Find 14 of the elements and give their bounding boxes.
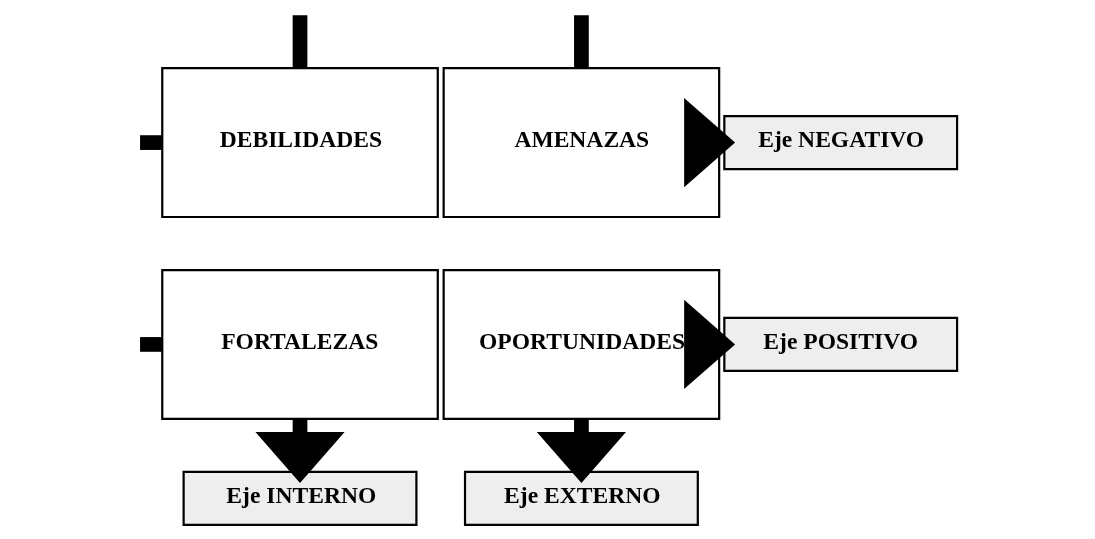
arrow bbox=[536, 419, 626, 483]
node-box: FORTALEZAS bbox=[160, 268, 439, 420]
connector bbox=[573, 15, 589, 69]
arrow bbox=[683, 299, 735, 390]
arrow bbox=[683, 98, 735, 188]
node-box: Eje INTERNO bbox=[182, 470, 417, 526]
arrow bbox=[254, 419, 345, 483]
connector bbox=[139, 135, 162, 150]
connector bbox=[139, 337, 162, 352]
node-box: Eje EXTERNO bbox=[463, 470, 699, 526]
node-box: DEBILIDADES bbox=[160, 67, 439, 219]
node-box: Eje NEGATIVO bbox=[722, 114, 958, 171]
connector bbox=[292, 15, 307, 69]
node-box: Eje POSITIVO bbox=[722, 316, 958, 373]
